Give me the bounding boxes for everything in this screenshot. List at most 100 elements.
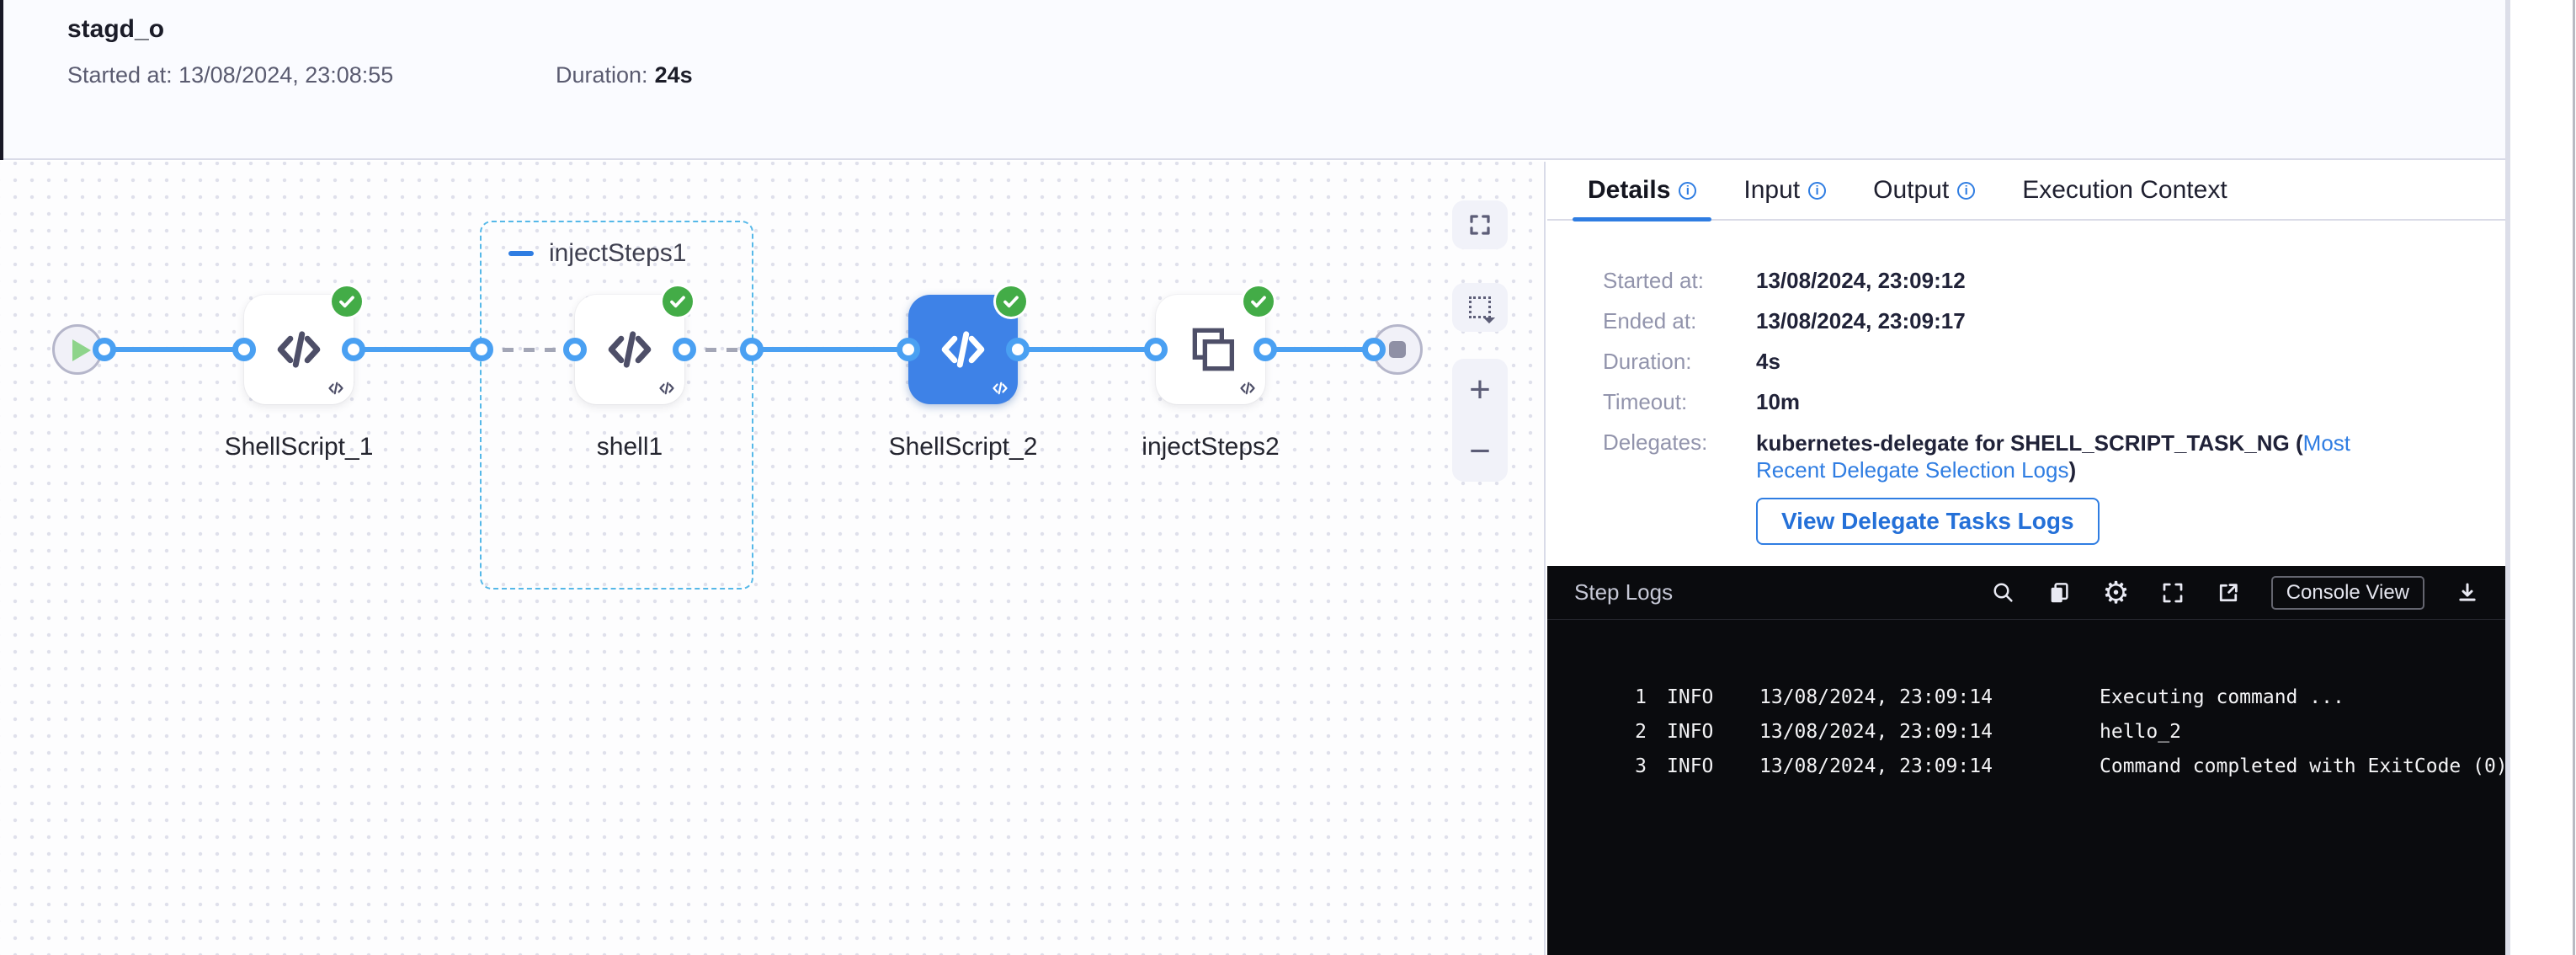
- delegates-text-suffix: ): [2068, 457, 2077, 483]
- tab-label: Output: [1873, 176, 1950, 204]
- log-message: Executing command ...: [2100, 686, 2344, 708]
- pipeline-node-injectsteps2[interactable]: injectSteps2: [1142, 286, 1280, 461]
- log-line: 3 INFO 13/08/2024, 23:09:14 Command comp…: [1547, 750, 2508, 784]
- details-tabs: Details i Input i Output i Execution Con…: [1547, 162, 2505, 221]
- node-label: ShellScript_1: [224, 433, 374, 461]
- detail-value: 13/08/2024, 23:09:17: [1756, 308, 1966, 333]
- start-node[interactable]: [52, 324, 103, 375]
- started-at-text: Started at: 13/08/2024, 23:08:55: [67, 62, 393, 88]
- right-gutter: [2510, 0, 2576, 955]
- log-output[interactable]: 1 INFO 13/08/2024, 23:09:14 Executing co…: [1547, 620, 2508, 784]
- group-steps-icon: [1192, 328, 1234, 371]
- collapse-group-icon[interactable]: [508, 251, 534, 256]
- zoom-out-button[interactable]: −: [1469, 429, 1491, 472]
- pipeline-node-shellscript-2[interactable]: ShellScript_2: [889, 286, 1037, 461]
- tab-input[interactable]: Input i: [1743, 161, 1827, 220]
- node-port: [1362, 338, 1386, 361]
- step-group-injectsteps1: injectSteps1: [480, 221, 753, 590]
- connector-line: [752, 347, 908, 352]
- info-icon[interactable]: i: [1808, 181, 1827, 200]
- copy-icon[interactable]: [2046, 580, 2072, 606]
- console-view-button[interactable]: Console View: [2270, 575, 2424, 610]
- external-link-icon[interactable]: [2216, 580, 2241, 606]
- detail-label: Started at:: [1603, 268, 1704, 293]
- connector-line-dashed: [482, 348, 575, 352]
- node-port: [1253, 338, 1277, 361]
- connector-line: [104, 347, 244, 352]
- code-icon: [941, 331, 985, 368]
- node-port: [232, 338, 256, 361]
- view-delegate-tasks-logs-button[interactable]: View Delegate Tasks Logs: [1756, 498, 2100, 545]
- node-port: [897, 338, 920, 361]
- end-node[interactable]: [1372, 324, 1423, 375]
- log-line-number: 3: [1635, 755, 1647, 777]
- delegates-text: kubernetes-delegate for SHELL_SCRIPT_TAS…: [1756, 430, 2303, 456]
- info-icon[interactable]: i: [1679, 181, 1697, 200]
- detail-row-delegates: Delegates: kubernetes-delegate for SHELL…: [1603, 429, 2472, 483]
- pipeline-node-shell1[interactable]: shell1: [575, 286, 693, 461]
- node-port: [740, 338, 764, 361]
- node-label: injectSteps2: [1142, 433, 1280, 461]
- detail-row-ended-at: Ended at: 13/08/2024, 23:09:17: [1603, 308, 2472, 334]
- node-port: [673, 338, 696, 361]
- pipeline-canvas[interactable]: injectSteps1 ShellScript_1: [0, 162, 1546, 955]
- detail-row-duration: Duration: 4s: [1603, 349, 2472, 375]
- step-logs-header: Step Logs ⚙ Console View: [1547, 566, 2505, 620]
- detail-label: Duration:: [1603, 349, 1692, 374]
- step-logs-title: Step Logs: [1574, 579, 1674, 605]
- connector-line: [1018, 347, 1156, 352]
- node-port: [470, 338, 493, 361]
- log-line-number: 1: [1635, 686, 1647, 708]
- detail-row-started-at: Started at: 13/08/2024, 23:09:12: [1603, 268, 2472, 294]
- code-icon: [608, 331, 652, 368]
- marquee-select-icon: [1469, 296, 1496, 324]
- detail-value: 4s: [1756, 349, 1780, 374]
- log-timestamp: 13/08/2024, 23:09:14: [1759, 721, 1993, 743]
- info-icon[interactable]: i: [1957, 181, 1976, 200]
- fullscreen-icon[interactable]: [2160, 580, 2185, 606]
- node-port: [1006, 338, 1030, 361]
- node-port: [342, 338, 365, 361]
- tab-details[interactable]: Details i: [1572, 161, 1712, 221]
- fit-view-button[interactable]: [1452, 200, 1508, 249]
- shell-script-type-icon: [1240, 381, 1255, 395]
- success-check-icon: [1243, 286, 1274, 317]
- stop-icon: [1389, 341, 1406, 358]
- log-line-number: 2: [1635, 721, 1647, 743]
- log-line: 2 INFO 13/08/2024, 23:09:14 hello_2: [1547, 715, 2505, 750]
- gear-icon[interactable]: ⚙: [2102, 574, 2130, 610]
- started-at-label: Started at:: [67, 62, 173, 88]
- window-edge: [2573, 0, 2575, 955]
- duration-label: Duration:: [556, 62, 648, 88]
- left-edge-strip: [0, 0, 3, 160]
- log-timestamp: 13/08/2024, 23:09:14: [1759, 686, 1993, 708]
- shell-script-type-icon: [659, 381, 674, 395]
- marquee-select-button[interactable]: [1452, 283, 1508, 332]
- search-icon[interactable]: [1991, 580, 2016, 606]
- connector-line-dashed: [684, 348, 752, 352]
- group-label[interactable]: injectSteps1: [549, 239, 687, 267]
- tab-label: Execution Context: [2022, 176, 2227, 204]
- connector-line: [354, 347, 482, 352]
- delegate-selection-logs-link[interactable]: Most Recent Delegate Selection Logs: [1756, 430, 2350, 483]
- code-icon: [277, 331, 321, 368]
- node-label: shell1: [596, 433, 663, 461]
- log-level: INFO: [1667, 721, 1714, 743]
- log-timestamp: 13/08/2024, 23:09:14: [1759, 755, 1993, 777]
- shell-script-type-icon: [328, 381, 343, 395]
- tab-output[interactable]: Output i: [1873, 161, 1976, 220]
- zoom-in-button[interactable]: +: [1469, 368, 1491, 410]
- log-line: 1 INFO 13/08/2024, 23:09:14 Executing co…: [1547, 680, 2505, 715]
- log-level: INFO: [1667, 755, 1714, 777]
- stage-title: stagd_o: [67, 15, 165, 43]
- tab-execution-context[interactable]: Execution Context: [2022, 161, 2227, 220]
- log-message: hello_2: [2100, 721, 2181, 743]
- pipeline-node-shellscript-1[interactable]: ShellScript_1: [225, 286, 373, 461]
- success-check-icon: [996, 286, 1026, 317]
- play-icon: [72, 339, 91, 361]
- execution-header: stagd_o Started at: 13/08/2024, 23:08:55…: [0, 0, 2576, 160]
- download-icon[interactable]: [2455, 580, 2480, 606]
- zoom-controls: + −: [1452, 359, 1508, 482]
- node-port: [563, 338, 587, 361]
- detail-value: 13/08/2024, 23:09:12: [1756, 268, 1966, 293]
